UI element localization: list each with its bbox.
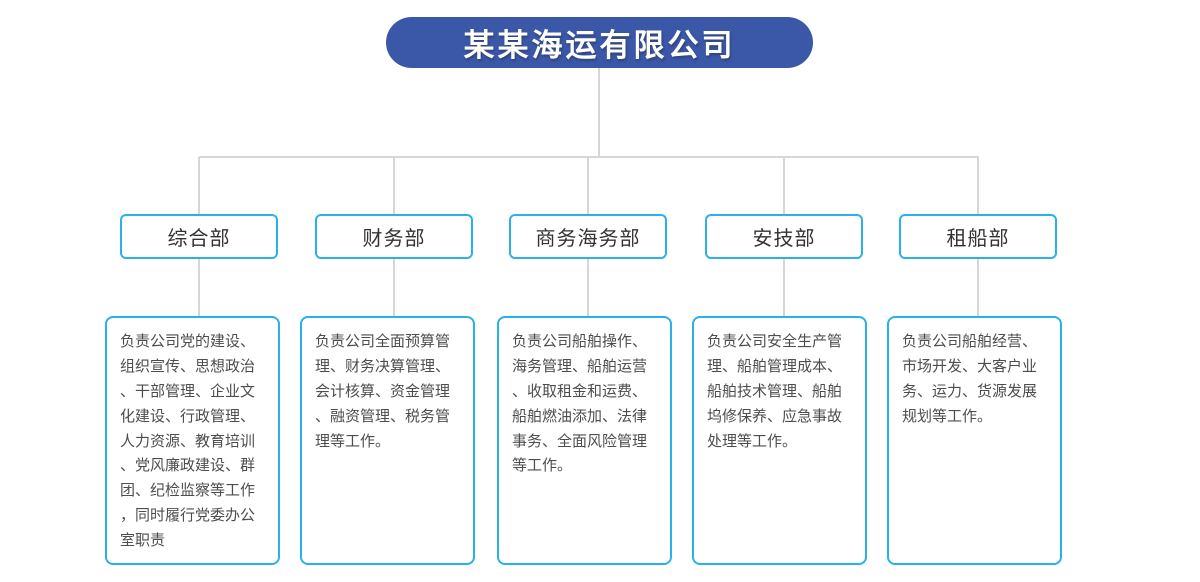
connector-desc-vertical bbox=[783, 259, 785, 316]
connector-branch-vertical bbox=[977, 157, 979, 214]
dept-description-anjibu: 负责公司安全生产管理、船舶管理成本、船舶技术管理、船舶坞修保养、应急事故处理等工… bbox=[692, 316, 867, 565]
dept-description-zuchuanbu: 负责公司船舶经营、市场开发、大客户业务、运力、货源发展规划等工作。 bbox=[887, 316, 1062, 565]
connector-horizontal bbox=[199, 156, 979, 158]
connector-branch-vertical bbox=[783, 157, 785, 214]
dept-description-shangwuhaiwubu: 负责公司船舶操作、海务管理、船舶运营、收取租金和运费、船舶燃油添加、法律事务、全… bbox=[497, 316, 672, 565]
connector-root-vertical bbox=[598, 68, 600, 156]
connector-desc-vertical bbox=[393, 259, 395, 316]
dept-node-zuchuanbu: 租船部 bbox=[899, 214, 1057, 259]
connector-desc-vertical bbox=[587, 259, 589, 316]
company-root-node: 某某海运有限公司 bbox=[386, 17, 813, 68]
dept-node-shangwuhaiwubu: 商务海务部 bbox=[509, 214, 667, 259]
connector-branch-vertical bbox=[393, 157, 395, 214]
connector-branch-vertical bbox=[198, 157, 200, 214]
dept-description-caiwubu: 负责公司全面预算管理、财务决算管理、会计核算、资金管理、融资管理、税务管理等工作… bbox=[300, 316, 475, 565]
dept-node-caiwubu: 财务部 bbox=[315, 214, 473, 259]
dept-node-zonghebu: 综合部 bbox=[120, 214, 278, 259]
dept-node-anjibu: 安技部 bbox=[705, 214, 863, 259]
connector-desc-vertical bbox=[198, 259, 200, 316]
dept-description-zonghebu: 负责公司党的建设、组织宣传、思想政治、干部管理、企业文化建设、行政管理、人力资源… bbox=[105, 316, 280, 565]
connector-desc-vertical bbox=[977, 259, 979, 316]
connector-branch-vertical bbox=[587, 157, 589, 214]
